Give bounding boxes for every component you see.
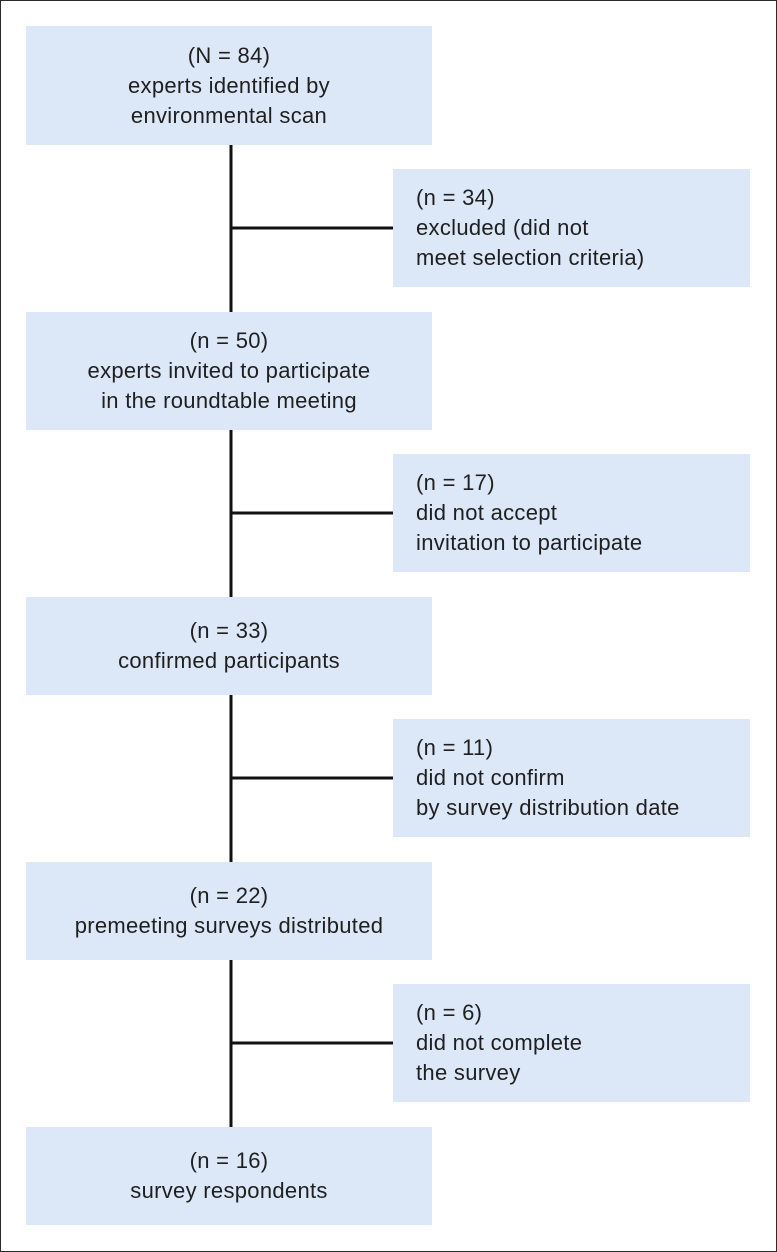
stage-box-surveys-distributed: (n = 22) premeeting surveys distributed [26, 862, 432, 960]
exclusion-label-line: did not confirm [416, 765, 565, 790]
stage-box-invited: (n = 50) experts invited to participate … [26, 312, 432, 430]
stage-label-line: confirmed participants [118, 648, 340, 673]
stage-box-identified: (N = 84) experts identified by environme… [26, 26, 432, 145]
stage-box-confirmed: (n = 33) confirmed participants [26, 597, 432, 695]
stage-count: (n = 22) [189, 883, 269, 908]
stage-label-line: survey respondents [130, 1178, 328, 1203]
exclusion-box-selection: (n = 34) excluded (did not meet selectio… [393, 169, 750, 287]
exclusion-label-line: did not complete [416, 1030, 583, 1055]
stage-label-line: experts identified by [128, 72, 330, 98]
exclusion-label-line: meet selection criteria) [416, 245, 645, 270]
stage-box-respondents: (n = 16) survey respondents [26, 1127, 432, 1225]
stage-count: (n = 16) [189, 1148, 269, 1173]
stage-count: (n = 50) [189, 328, 269, 353]
exclusion-count: (n = 17) [416, 470, 495, 495]
exclusion-box-incomplete: (n = 6) did not complete the survey [393, 984, 750, 1102]
exclusion-label-line: the survey [416, 1060, 521, 1085]
exclusion-label-line: by survey distribution date [416, 795, 680, 820]
exclusion-label-line: excluded (did not [416, 215, 589, 240]
exclusion-label-line: did not accept [416, 500, 558, 525]
stage-count: (N = 84) [187, 42, 271, 68]
stage-label-line: premeeting surveys distributed [74, 913, 384, 938]
stage-label-line: in the roundtable meeting [101, 388, 357, 413]
stage-count: (n = 33) [189, 618, 269, 643]
exclusion-label-line: invitation to participate [416, 530, 643, 555]
exclusion-box-unconfirmed: (n = 11) did not confirm by survey distr… [393, 719, 750, 837]
exclusion-count: (n = 34) [416, 185, 495, 210]
exclusion-box-declined: (n = 17) did not accept invitation to pa… [393, 454, 750, 572]
stage-label-line: environmental scan [130, 102, 328, 128]
stage-label-line: experts invited to participate [87, 358, 371, 383]
exclusion-count: (n = 6) [416, 1000, 483, 1025]
exclusion-count: (n = 11) [416, 735, 494, 760]
